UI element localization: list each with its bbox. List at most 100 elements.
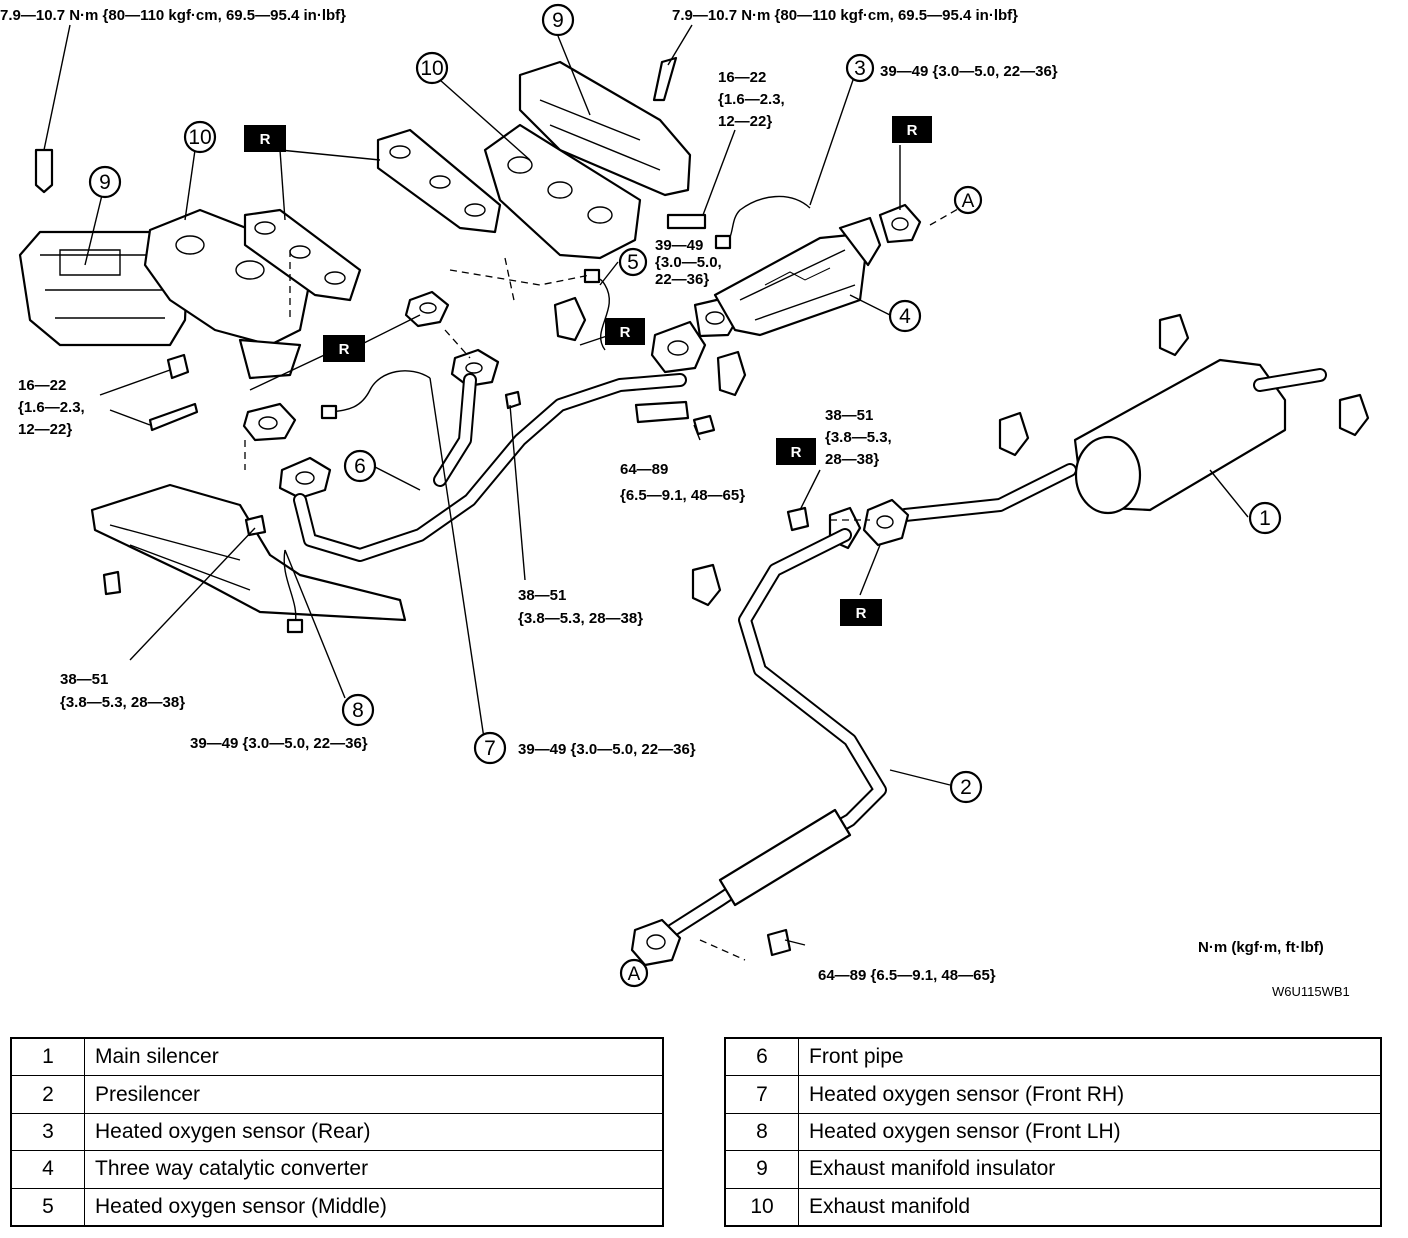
replace-marker: R xyxy=(244,125,286,152)
callout-3: 3 xyxy=(845,53,875,83)
right-exhaust-manifold xyxy=(483,123,642,260)
legend-row: 4 Three way catalytic converter xyxy=(10,1150,664,1189)
callout-9-left: 9 xyxy=(88,165,122,199)
torque-sensor-front-lh: 39—49 {3.0—5.0, 22—36} xyxy=(190,735,368,752)
legend-part-name: Heated oxygen sensor (Front RH) xyxy=(798,1075,1382,1114)
connection-marker-a-bottom: A xyxy=(619,958,649,988)
parts-legend-left: 1 Main silencer 2 Presilencer 3 Heated o… xyxy=(10,1037,664,1227)
legend-part-name: Exhaust manifold insulator xyxy=(798,1150,1382,1189)
legend-part-name: Exhaust manifold xyxy=(798,1187,1382,1227)
torque-joint-a-nut: 64—89 {6.5—9.1, 48—65} xyxy=(818,967,996,984)
svg-text:R: R xyxy=(620,324,631,341)
replace-marker: R xyxy=(840,599,882,626)
units-label: N·m (kgf·m, ft·lbf) xyxy=(1198,939,1324,956)
presilencer-inlet-flange xyxy=(630,918,682,967)
callout-6: 6 xyxy=(343,449,377,483)
torque-sensor-rear: 39—49 {3.0—5.0, 22—36} xyxy=(880,63,1058,80)
parts-legend-right: 6 Front pipe 7 Heated oxygen sensor (Fro… xyxy=(724,1037,1382,1227)
front-pipe-left-flange xyxy=(278,456,332,500)
legend-number: 6 xyxy=(724,1037,799,1077)
svg-text:8: 8 xyxy=(352,699,364,722)
svg-text:3: 3 xyxy=(854,57,866,80)
svg-text:10: 10 xyxy=(420,57,443,80)
legend-part-name: Presilencer xyxy=(84,1075,664,1114)
svg-text:5: 5 xyxy=(627,251,639,274)
converter-inlet-flange xyxy=(650,320,707,374)
figure-code: W6U115WB1 xyxy=(1272,984,1350,999)
callout-10-left: 10 xyxy=(183,120,217,154)
callout-9-top: 9 xyxy=(541,3,575,37)
torque-front-pipe-nut-center: 38—51{3.8—5.3, 28—38} xyxy=(518,587,643,627)
front-lh-sensor-wire xyxy=(283,549,297,626)
fasteners xyxy=(34,56,810,957)
legend-number: 10 xyxy=(724,1187,799,1227)
svg-text:1: 1 xyxy=(1259,507,1271,530)
replace-marker: R xyxy=(605,318,645,345)
svg-text:4: 4 xyxy=(899,305,911,328)
legend-row: 6 Front pipe xyxy=(724,1037,1382,1077)
right-manifold-gasket xyxy=(376,128,502,234)
svg-text:R: R xyxy=(260,131,271,148)
presilencer-joint-flange xyxy=(862,498,910,547)
torque-top-left: 7.9—10.7 N·m {80—110 kgf·cm, 69.5—95.4 i… xyxy=(0,7,346,24)
front-pipe-right-flange xyxy=(450,348,500,388)
svg-text:A: A xyxy=(962,191,975,212)
legend-number: 7 xyxy=(724,1075,799,1114)
leader-lines xyxy=(43,24,1249,946)
presilencer xyxy=(658,528,887,942)
torque-sensor-middle: 39—49{3.0—5.0,22—36} xyxy=(655,237,722,288)
legend-row: 7 Heated oxygen sensor (Front RH) xyxy=(724,1075,1382,1114)
torque-presilencer-nut: 38—51{3.8—5.3,28—38} xyxy=(825,407,892,468)
alignment-dashes xyxy=(244,204,966,961)
svg-text:9: 9 xyxy=(552,9,564,32)
svg-text:10: 10 xyxy=(188,126,211,149)
legend-number: 8 xyxy=(724,1112,799,1152)
callout-5: 5 xyxy=(618,247,648,277)
legend-row: 8 Heated oxygen sensor (Front LH) xyxy=(724,1112,1382,1152)
callout-1: 1 xyxy=(1248,501,1282,535)
svg-text:R: R xyxy=(339,341,350,358)
converter-outlet-gasket xyxy=(878,203,922,244)
legend-number: 2 xyxy=(10,1075,85,1114)
legend-part-name: Front pipe xyxy=(798,1037,1382,1077)
rear-sensor-wire xyxy=(724,195,811,246)
replace-marker: R xyxy=(892,116,932,143)
replace-marker: R xyxy=(323,335,365,362)
svg-text:A: A xyxy=(628,964,641,985)
svg-text:2: 2 xyxy=(960,776,972,799)
exhaust-hangers xyxy=(553,296,1370,607)
legend-part-name: Heated oxygen sensor (Front LH) xyxy=(798,1112,1382,1152)
right-pipe-gasket xyxy=(404,290,450,328)
svg-text:R: R xyxy=(907,122,918,139)
svg-text:9: 9 xyxy=(99,171,111,194)
front-rh-sensor-wire xyxy=(329,370,431,413)
torque-manifold-nut: 16—22{1.6—2.3,12—22} xyxy=(718,69,785,130)
legend-part-name: Heated oxygen sensor (Rear) xyxy=(84,1112,664,1152)
legend-row: 9 Exhaust manifold insulator xyxy=(724,1150,1382,1189)
left-pipe-gasket xyxy=(242,402,297,442)
svg-text:6: 6 xyxy=(354,455,366,478)
svg-text:R: R xyxy=(856,605,867,622)
callout-4: 4 xyxy=(888,299,922,333)
front-crossmember xyxy=(90,483,407,622)
callout-7: 7 xyxy=(473,731,507,765)
legend-row: 10 Exhaust manifold xyxy=(724,1187,1382,1227)
left-manifold-gasket xyxy=(243,208,362,302)
legend-number: 3 xyxy=(10,1112,85,1152)
front-pipe xyxy=(293,373,687,562)
legend-number: 9 xyxy=(724,1150,799,1189)
svg-text:R: R xyxy=(791,444,802,461)
torque-front-pipe-bolt: 64—89{6.5—9.1, 48—65} xyxy=(620,461,745,504)
legend-row: 1 Main silencer xyxy=(10,1037,664,1077)
legend-row: 5 Heated oxygen sensor (Middle) xyxy=(10,1187,664,1227)
svg-text:7: 7 xyxy=(484,737,496,760)
legend-row: 2 Presilencer xyxy=(10,1075,664,1114)
torque-front-pipe-nut-left: 38—51{3.8—5.3, 28—38} xyxy=(60,671,185,711)
torque-sensor-front-rh: 39—49 {3.0—5.0, 22—36} xyxy=(518,741,696,758)
legend-number: 4 xyxy=(10,1150,85,1189)
exhaust-system-diagram: 7.9—10.7 N·m {80—110 kgf·cm, 69.5—95.4 i… xyxy=(0,3,1370,999)
torque-top-center: 7.9—10.7 N·m {80—110 kgf·cm, 69.5—95.4 i… xyxy=(672,7,1018,24)
legend-number: 5 xyxy=(10,1187,85,1227)
callout-2: 2 xyxy=(949,770,983,804)
callout-10-top: 10 xyxy=(415,51,449,85)
